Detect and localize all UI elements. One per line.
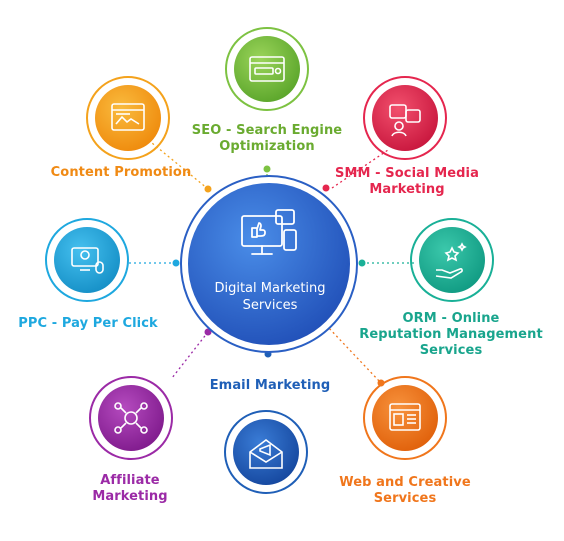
seo-label: SEO - Search Engine Optimization — [185, 123, 349, 155]
web-label: Web and Creative Services — [330, 475, 480, 507]
seo-label-line2: Optimization — [219, 139, 315, 154]
affiliate-label-line1: Affiliate — [100, 473, 160, 488]
orm-label-line2: Reputation Management — [359, 327, 543, 342]
web-label-line2: Services — [373, 491, 437, 506]
ppc-label-line1: PPC - Pay Per Click — [18, 316, 158, 331]
email-label: Email Marketing — [200, 378, 340, 394]
connector-lines — [128, 142, 415, 384]
email-megaphone-icon — [249, 439, 283, 469]
content-label: Content Promotion — [46, 165, 196, 181]
smm-label-line1: SMM - Social Media — [335, 166, 479, 181]
ppc-click-icon — [71, 247, 104, 274]
email-node — [224, 410, 308, 494]
social-media-icon — [389, 104, 421, 137]
ppc-label: PPC - Pay Per Click — [12, 316, 164, 332]
center-label-line2: Services — [242, 298, 298, 313]
smm-label: SMM - Social Media Marketing — [328, 166, 486, 198]
orm-node — [410, 218, 494, 302]
affiliate-label-line2: Marketing — [92, 489, 168, 504]
email-label-line1: Email Marketing — [209, 378, 331, 393]
hand-stars-icon — [435, 242, 467, 279]
orm-label-line1: ORM - Online — [402, 311, 500, 326]
ppc-node — [45, 218, 129, 302]
smm-node — [363, 76, 447, 160]
affiliate-network-icon — [114, 402, 148, 434]
smm-label-line2: Marketing — [369, 182, 445, 197]
orm-label-line3: Services — [419, 343, 483, 358]
web-node — [363, 376, 447, 460]
browser-search-icon — [249, 56, 285, 82]
center-label: Digital Marketing Services — [185, 280, 355, 314]
seo-label-line1: SEO - Search Engine — [191, 123, 343, 138]
seo-node — [225, 27, 309, 111]
web-label-line1: Web and Creative — [339, 475, 471, 490]
content-label-line1: Content Promotion — [50, 165, 192, 180]
affiliate-node — [89, 376, 173, 460]
center-hub — [180, 175, 358, 353]
content-layout-icon — [111, 103, 145, 131]
content-node — [86, 76, 170, 160]
computer-like-icon — [241, 209, 297, 255]
center-label-line1: Digital Marketing — [214, 281, 326, 296]
affiliate-label: Affiliate Marketing — [80, 473, 180, 505]
webpage-layout-icon — [389, 403, 421, 431]
orm-label: ORM - Online Reputation Management Servi… — [356, 311, 546, 359]
